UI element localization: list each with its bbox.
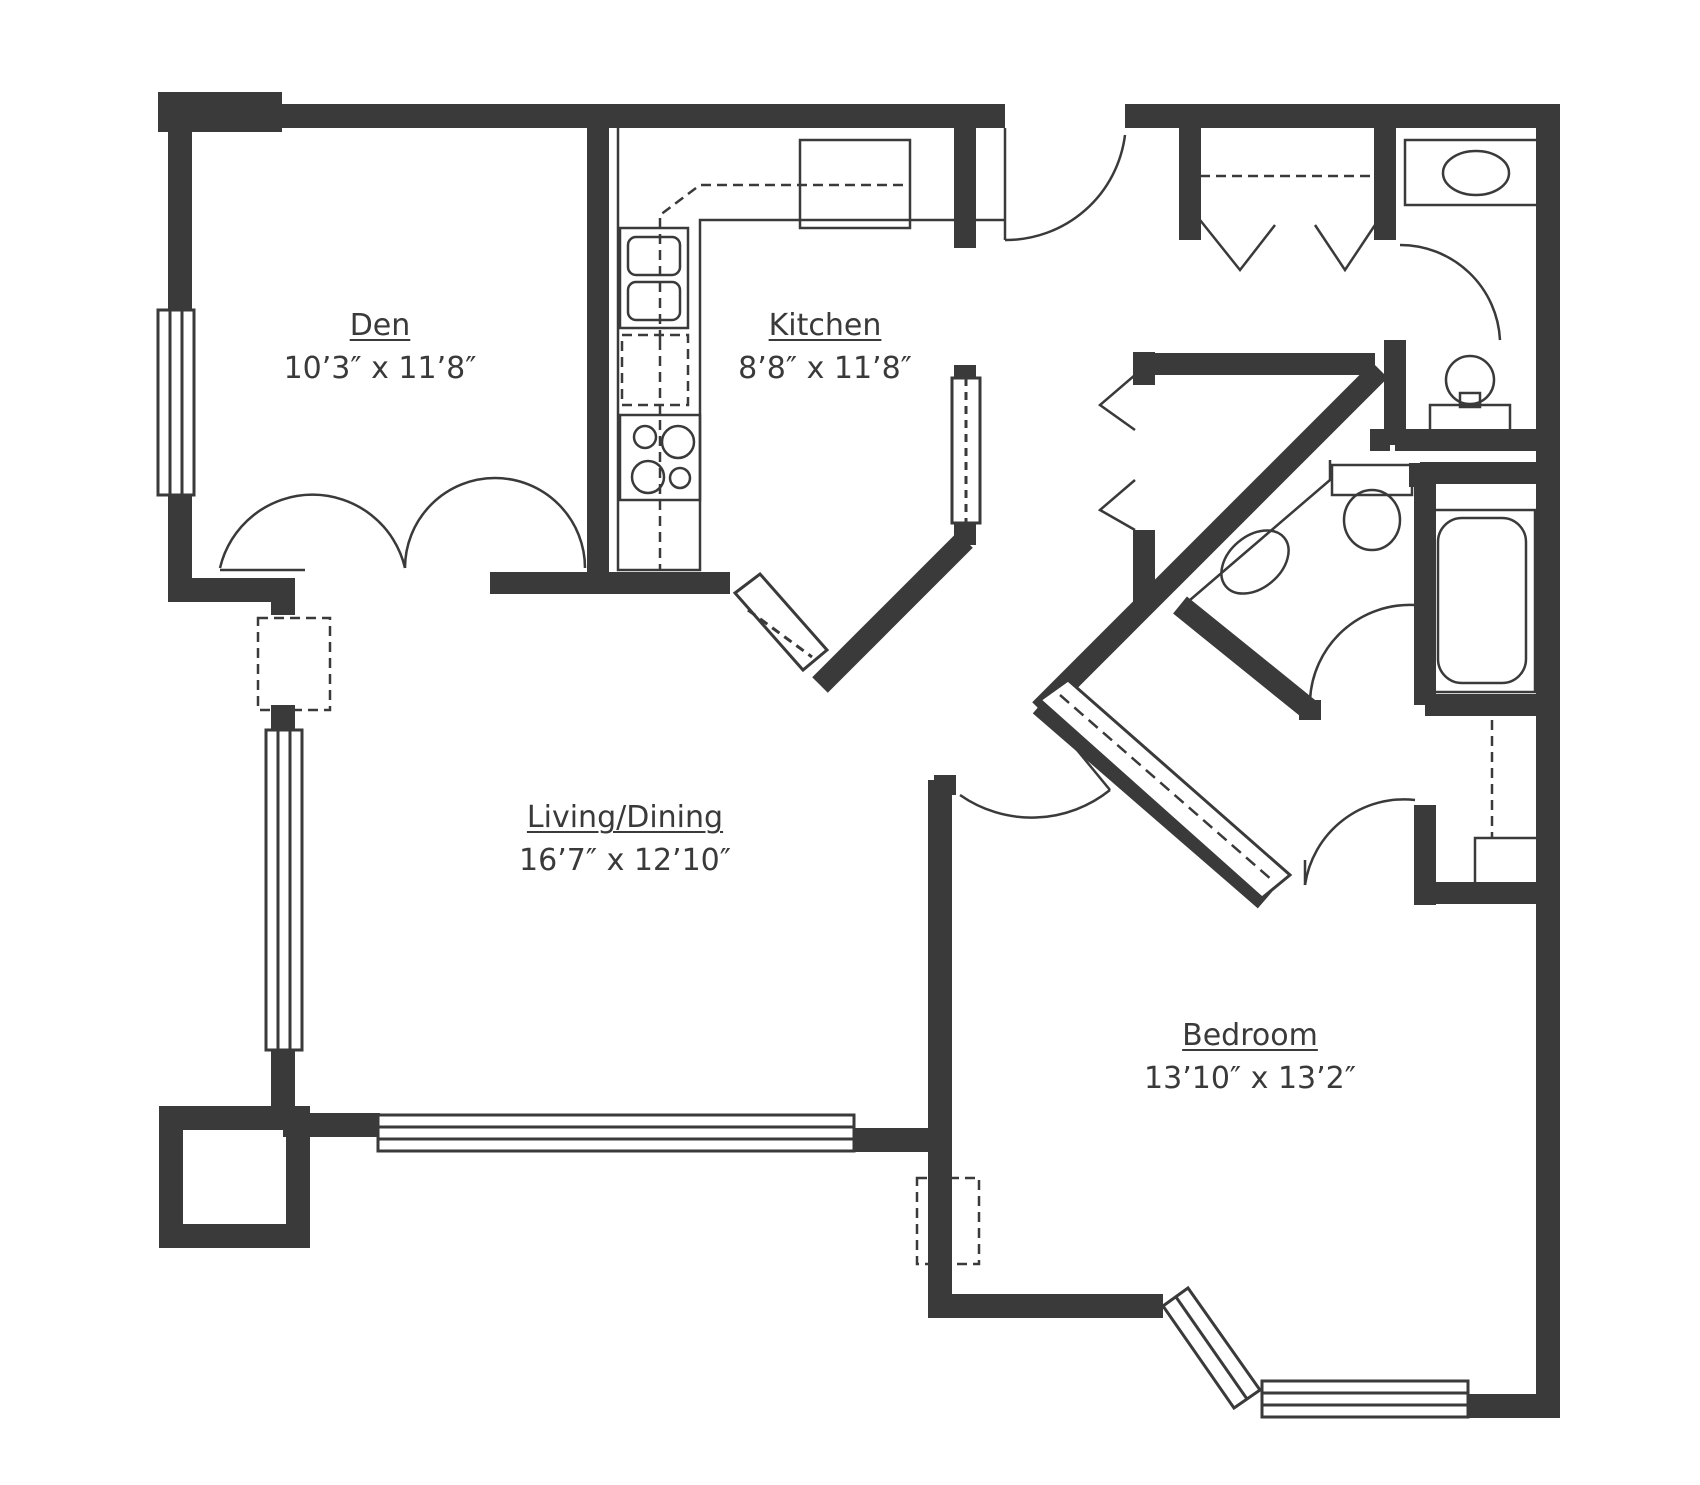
column <box>159 1106 310 1248</box>
doors <box>218 128 1502 886</box>
room-label-den: Den 10’3″ x 11’8″ <box>270 308 490 386</box>
room-name: Bedroom <box>1182 1018 1318 1053</box>
room-name: Den <box>349 308 411 343</box>
room-dimensions: 8’8″ x 11’8″ <box>738 351 912 386</box>
closet-shelf <box>1037 678 1293 900</box>
bath-fixtures <box>1189 138 1547 888</box>
room-label-bedroom: Bedroom 13’10″ x 13’2″ <box>1115 1018 1385 1096</box>
wall-corner-block <box>158 92 282 132</box>
room-name: Kitchen <box>768 308 882 343</box>
room-label-living-dining: Living/Dining 16’7″ x 12’10″ <box>490 800 760 878</box>
room-dimensions: 10’3″ x 11’8″ <box>283 351 477 386</box>
room-dimensions: 13’10″ x 13’2″ <box>1144 1061 1356 1096</box>
windows <box>156 308 1470 1419</box>
room-dimensions: 16’7″ x 12’10″ <box>519 843 731 878</box>
room-name: Living/Dining <box>526 800 724 835</box>
kitchen-fixtures <box>616 128 1005 572</box>
dashed-features <box>256 616 981 1266</box>
room-label-kitchen: Kitchen 8’8″ x 11’8″ <box>710 308 940 386</box>
exterior-walls <box>158 104 1560 1418</box>
